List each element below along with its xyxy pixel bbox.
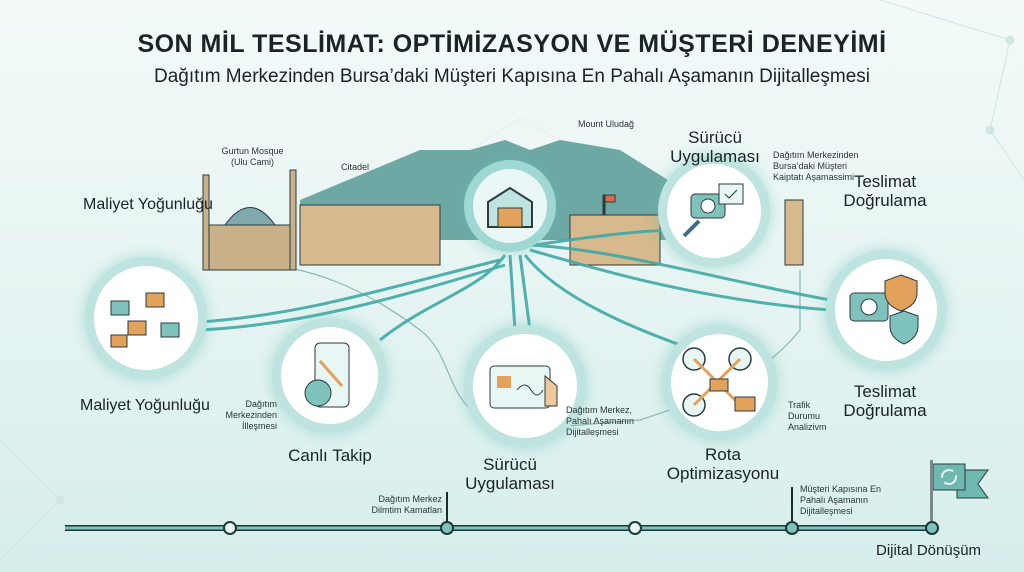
cost-density-label-top: Maliyet Yoğunluğu — [83, 196, 213, 213]
live-tracking-label: Canlı Takip — [288, 446, 372, 465]
route-optimization-label: Rota Optimizasyonu — [666, 445, 780, 483]
delivery-verification-label-bottom: Teslimat Doğrulama — [843, 382, 927, 420]
note-live: Dağıtım Merkezinden İlleşmesi — [225, 399, 277, 431]
signature-tablet-icon — [489, 365, 558, 409]
page-title: SON MİL TESLİMAT: OPTİMİZASYON VE MÜŞTER… — [137, 30, 887, 58]
warehouse-icon — [487, 186, 533, 228]
timeline-node — [440, 521, 454, 535]
timeline-tick — [446, 492, 448, 526]
mosque-illustration — [202, 169, 297, 271]
timeline-node — [223, 521, 237, 535]
driver-app-top-label: Sürücü Uygulaması — [670, 128, 760, 166]
houses-icon — [110, 292, 180, 348]
landmark-mountain-label: Mount Uludağ — [578, 119, 635, 129]
note-timeline-2: Müşteri Kapısına En Pahalı Aşamanın Diji… — [800, 484, 882, 516]
camera-check-icon — [682, 183, 744, 238]
clocks-trucks-icon — [681, 347, 755, 417]
page-subtitle: Dağıtım Merkezinden Bursa’daki Müşteri K… — [154, 66, 870, 87]
driver-app-top-circle — [658, 155, 770, 267]
note-driver-top: Dağıtım Merkezinden Bursa’daki Müşteri K… — [773, 150, 859, 182]
landmark-mosque-label: Gurtun Mosque (Ulu Cami) — [221, 146, 284, 167]
cost-density-circle — [85, 257, 207, 379]
note-timeline-1: Dağıtım Merkez Dilmtim Kamatlan — [371, 494, 442, 515]
route-optimization-circle — [662, 325, 777, 440]
camera-shield-icon — [849, 273, 919, 345]
timeline-node — [628, 521, 642, 535]
timeline-node — [785, 521, 799, 535]
note-traffic: Trafik Durumu Analizivm — [788, 400, 827, 432]
timeline-flag-pole — [930, 460, 933, 525]
driver-app-bottom-circle — [464, 325, 586, 447]
driver-app-bottom-label: Sürücü Uygulaması — [465, 455, 555, 493]
delivery-verification-label-top: Teslimat Doğrulama — [843, 172, 927, 210]
delivery-routes — [199, 228, 831, 347]
clock-tower-illustration — [784, 199, 804, 266]
timeline-end-label: Dijital Dönüşüm — [876, 542, 982, 559]
cost-density-label-bottom: Maliyet Yoğunluğu — [80, 397, 210, 414]
timeline-tick — [791, 487, 793, 525]
flag-refresh-icon — [933, 463, 989, 499]
phone-map-icon — [304, 342, 349, 407]
live-tracking-circle — [272, 318, 387, 433]
distribution-center-circle — [464, 160, 556, 252]
timeline-node — [925, 521, 939, 535]
note-driver-bottom: Dağıtım Merkez, Pahalı Aşamanın Dijitall… — [566, 405, 635, 437]
landmark-citadel-label: Citadel — [341, 162, 370, 172]
delivery-verification-circle — [826, 250, 946, 370]
